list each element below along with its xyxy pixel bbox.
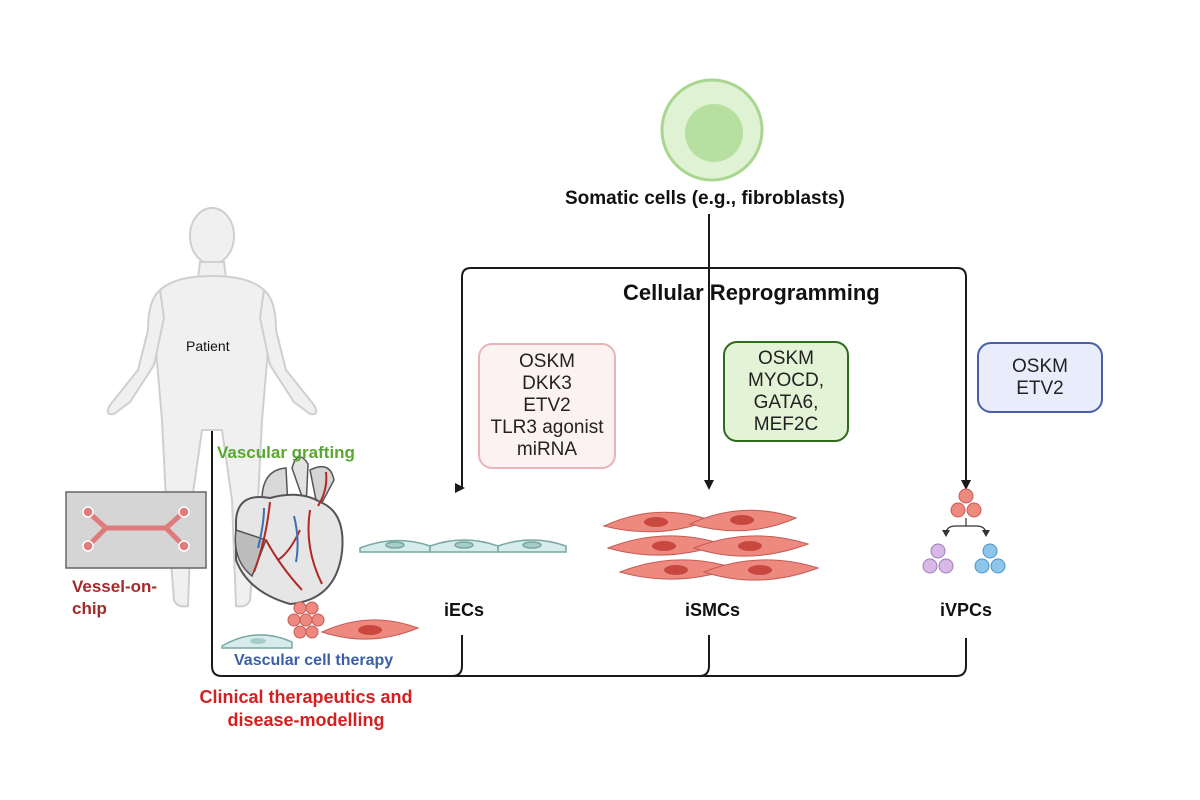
factor: MYOCD, [748,369,824,391]
ismcs-nuclei [644,515,772,575]
cellular-reprogramming-label: Cellular Reprogramming [623,280,880,305]
clinical-line: Clinical therapeutics and [199,687,413,707]
vessel-on-chip-line: chip [72,599,107,618]
vessel-on-chip-icon [65,491,207,569]
ismcs-label: iSMCs [685,600,741,620]
vascular-cell-therapy-label: Vascular cell therapy [234,652,394,669]
vessel-on-chip-line: Vessel-on- [72,577,158,596]
somatic-cells-label: Somatic cells (e.g., fibroblasts) [565,188,845,209]
iecs-factors-box: OSKM DKK3 ETV2 TLR3 agonist miRNA [478,343,616,469]
vascular-grafting-label: Vascular grafting [217,443,355,462]
patient-label: Patient [186,338,230,354]
factor: OSKM [1012,355,1068,377]
heart-icon [234,456,344,606]
factor: DKK3 [522,373,572,394]
factor: miRNA [516,439,578,460]
reprogramming-arrows [461,214,971,490]
ivpcs-cells-icon [922,488,1006,574]
application-arrows [207,368,967,677]
factor: OSKM [758,347,814,369]
factor: MEF2C [753,413,819,435]
ismcs-cells-icon [602,509,820,581]
clinical-line: disease-modelling [227,710,385,730]
somatic-cell-icon [660,78,764,182]
vessel-on-chip-label: Vessel-on- chip [72,576,157,620]
factor: ETV2 [1016,377,1064,399]
iecs-cells-icon [359,539,567,553]
cell-therapy-cells-icon [221,601,420,649]
ivpcs-factors-box: OSKM ETV2 [977,342,1103,413]
ivpcs-label: iVPCs [940,600,993,620]
ismcs-factors-box: OSKM MYOCD, GATA6, MEF2C [723,341,849,442]
factor: ETV2 [523,395,571,416]
factor: TLR3 agonist [490,417,604,438]
iecs-label: iECs [444,600,485,620]
clinical-therapeutics-label: Clinical therapeutics and disease-modell… [190,686,422,732]
factor: OSKM [519,351,575,372]
factor: GATA6, [753,391,819,413]
